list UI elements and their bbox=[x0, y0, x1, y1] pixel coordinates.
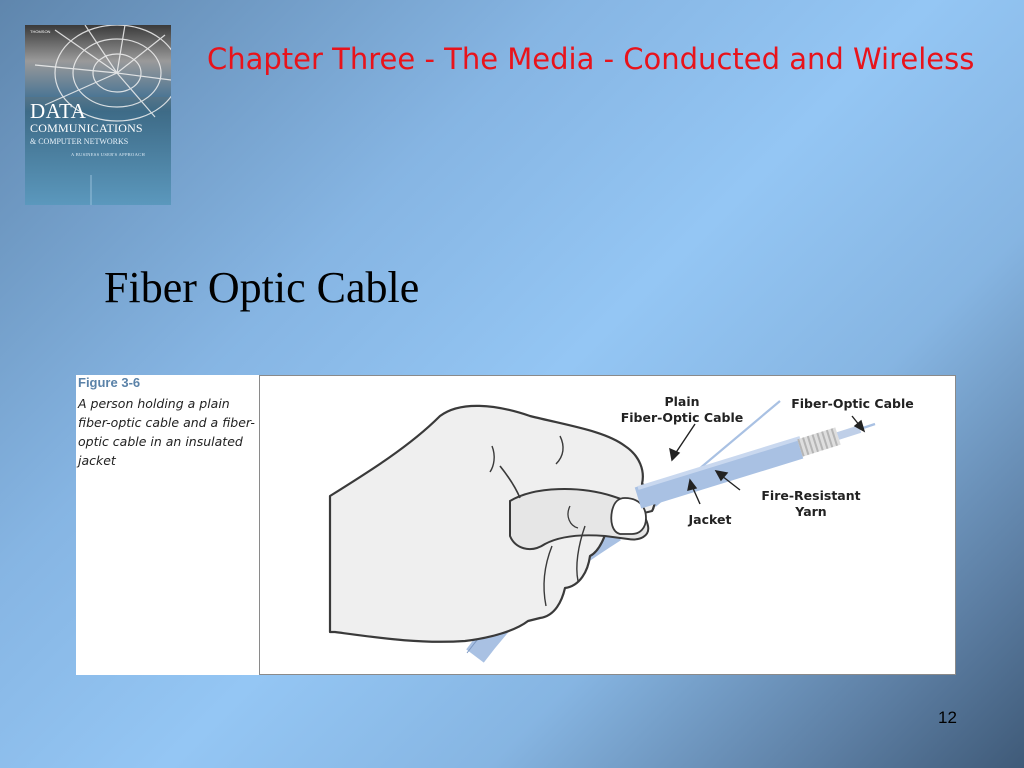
callout-plain-line2: Fiber-Optic Cable bbox=[620, 410, 744, 425]
publisher-logo: THOMSON bbox=[30, 29, 51, 34]
book-cover-image: THOMSON DATA COMMUNICATIONS & COMPUTER N… bbox=[25, 25, 171, 205]
figure-label: Figure 3-6 bbox=[78, 375, 141, 390]
chapter-title: Chapter Three - The Media - Conducted an… bbox=[207, 42, 975, 76]
satellite-dish-graphic bbox=[25, 25, 171, 205]
fiber-optic-illustration: Plain Fiber-Optic Cable Fiber-Optic Cabl… bbox=[259, 375, 956, 675]
figure-3-6: Figure 3-6 A person holding a plain fibe… bbox=[76, 375, 956, 675]
callout-plain-fiber-optic-cable: Plain Fiber-Optic Cable bbox=[612, 394, 752, 426]
book-subtitle: A BUSINESS USER'S APPROACH bbox=[71, 152, 146, 157]
hand-holding-cable-drawing bbox=[328, 400, 876, 663]
slide-title: Fiber Optic Cable bbox=[104, 263, 420, 312]
page-number: 12 bbox=[938, 708, 957, 727]
book-title-line3: & COMPUTER NETWORKS bbox=[30, 137, 129, 146]
book-title: DATA bbox=[30, 99, 87, 123]
callout-fire-resistant-yarn: Fire-Resistant Yarn bbox=[761, 488, 861, 519]
book-title-line2: COMMUNICATIONS bbox=[30, 121, 143, 135]
callout-fiber-optic-cable: Fiber-Optic Cable bbox=[791, 396, 914, 411]
thumbnail bbox=[610, 497, 647, 535]
figure-caption: A person holding a plain fiber-optic cab… bbox=[78, 396, 255, 468]
figure-caption-block: Figure 3-6 A person holding a plain fibe… bbox=[76, 375, 259, 675]
callout-jacket: Jacket bbox=[688, 512, 732, 527]
callout-plain-line1: Plain bbox=[664, 394, 700, 409]
